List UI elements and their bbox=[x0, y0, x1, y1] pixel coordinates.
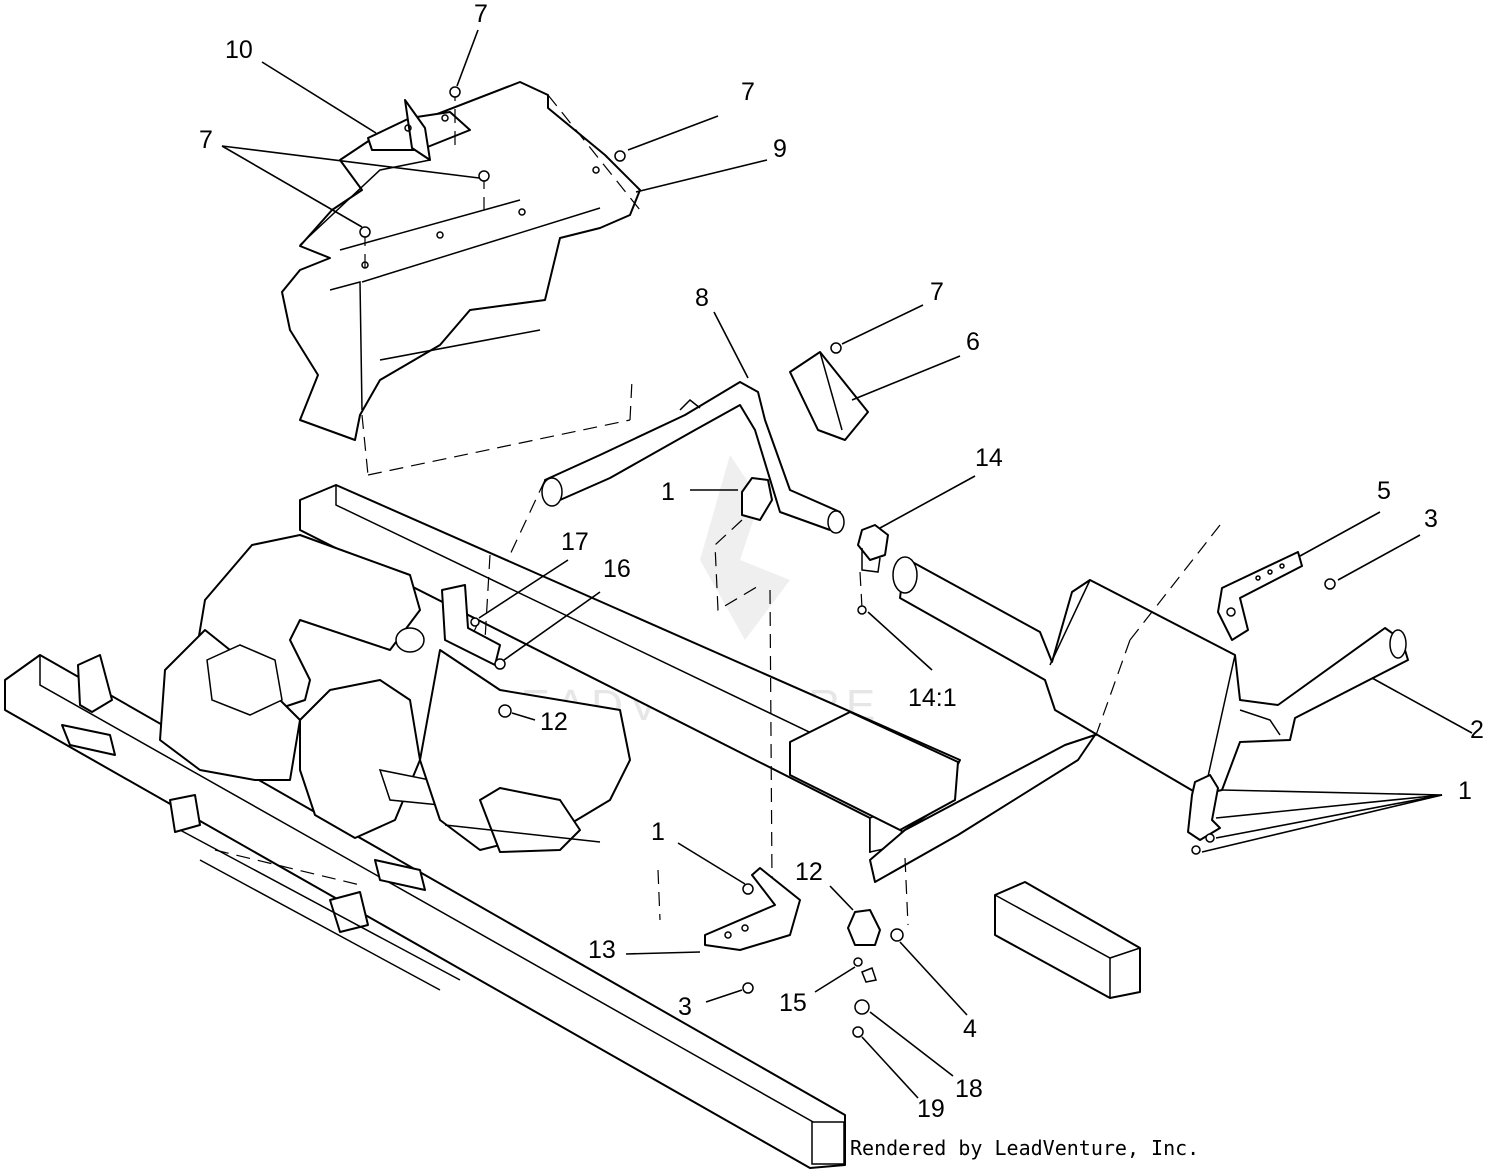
callout-12-engine: 12 bbox=[540, 708, 568, 736]
callout-13: 13 bbox=[588, 936, 616, 964]
callout-labels: 10 7 7 7 9 8 7 6 14 1 17 16 5 3 14:1 12 … bbox=[199, 0, 1484, 1123]
clip-part bbox=[861, 967, 877, 983]
exhaust-pipe-part-8 bbox=[541, 381, 845, 534]
heat-shield-part-9 bbox=[281, 81, 641, 441]
bolt-3-lower bbox=[742, 982, 754, 994]
callout-9: 9 bbox=[773, 135, 787, 163]
bracket-part-5 bbox=[1217, 551, 1303, 641]
nut-7-top bbox=[449, 86, 461, 98]
nut-7-mid bbox=[478, 170, 490, 182]
tube-section bbox=[994, 881, 1141, 999]
callout-18: 18 bbox=[955, 1075, 983, 1103]
muffler-part-2 bbox=[892, 556, 1409, 796]
callout-5: 5 bbox=[1377, 477, 1391, 505]
callout-19: 19 bbox=[917, 1095, 945, 1123]
callout-1-lower: 1 bbox=[651, 818, 665, 846]
nut-1-lower bbox=[742, 883, 754, 895]
callout-1-right: 1 bbox=[1458, 777, 1472, 805]
engine-assembly bbox=[159, 534, 631, 991]
callout-7-right: 7 bbox=[741, 78, 755, 106]
nut-7-right bbox=[614, 150, 626, 162]
callout-17: 17 bbox=[561, 528, 589, 556]
callout-12-lower: 12 bbox=[795, 858, 823, 886]
callout-3-top: 3 bbox=[1424, 505, 1438, 533]
hanger-bracket-part-13 bbox=[704, 867, 801, 951]
callout-3-lower: 3 bbox=[678, 993, 692, 1021]
nut-19 bbox=[852, 1026, 864, 1038]
footer-credit: Rendered by LeadVenture, Inc. bbox=[850, 1136, 1200, 1160]
bracket-part-10 bbox=[367, 99, 471, 161]
callout-14-1: 14:1 bbox=[908, 684, 957, 712]
callout-15: 15 bbox=[779, 989, 807, 1017]
mount-bracket-part-17 bbox=[441, 584, 501, 666]
frame-rail-lower bbox=[4, 654, 846, 1169]
clamp-part-12-lower bbox=[847, 909, 904, 946]
callout-16: 16 bbox=[603, 555, 631, 583]
nut-7-left bbox=[359, 226, 371, 238]
screw-7-guard bbox=[830, 342, 842, 354]
leader-lines bbox=[221, 29, 1473, 1099]
callout-7-guard: 7 bbox=[930, 278, 944, 306]
callout-1-upper: 1 bbox=[661, 478, 675, 506]
nut-16 bbox=[494, 658, 506, 670]
washer-15 bbox=[853, 957, 863, 967]
clamp-set-part-1-right bbox=[1187, 774, 1221, 855]
callout-7-left: 7 bbox=[199, 126, 213, 154]
bolt-3-top bbox=[1324, 578, 1336, 590]
clamp-part-14 bbox=[857, 524, 889, 573]
callout-14: 14 bbox=[975, 444, 1003, 472]
callout-10: 10 bbox=[225, 36, 253, 64]
callout-4: 4 bbox=[963, 1015, 977, 1043]
fitting-18 bbox=[854, 999, 870, 1015]
callout-2: 2 bbox=[1470, 716, 1484, 744]
callout-7-top: 7 bbox=[474, 0, 488, 28]
nut-12-engine bbox=[498, 704, 512, 718]
clamp-part-1-upper bbox=[714, 477, 773, 612]
bolt-17 bbox=[470, 617, 480, 627]
callout-6: 6 bbox=[966, 328, 980, 356]
nut-14-1 bbox=[857, 605, 867, 615]
callout-8: 8 bbox=[695, 284, 709, 312]
heat-guard-part-6 bbox=[789, 351, 869, 441]
frame-rail-upper bbox=[299, 484, 1096, 883]
